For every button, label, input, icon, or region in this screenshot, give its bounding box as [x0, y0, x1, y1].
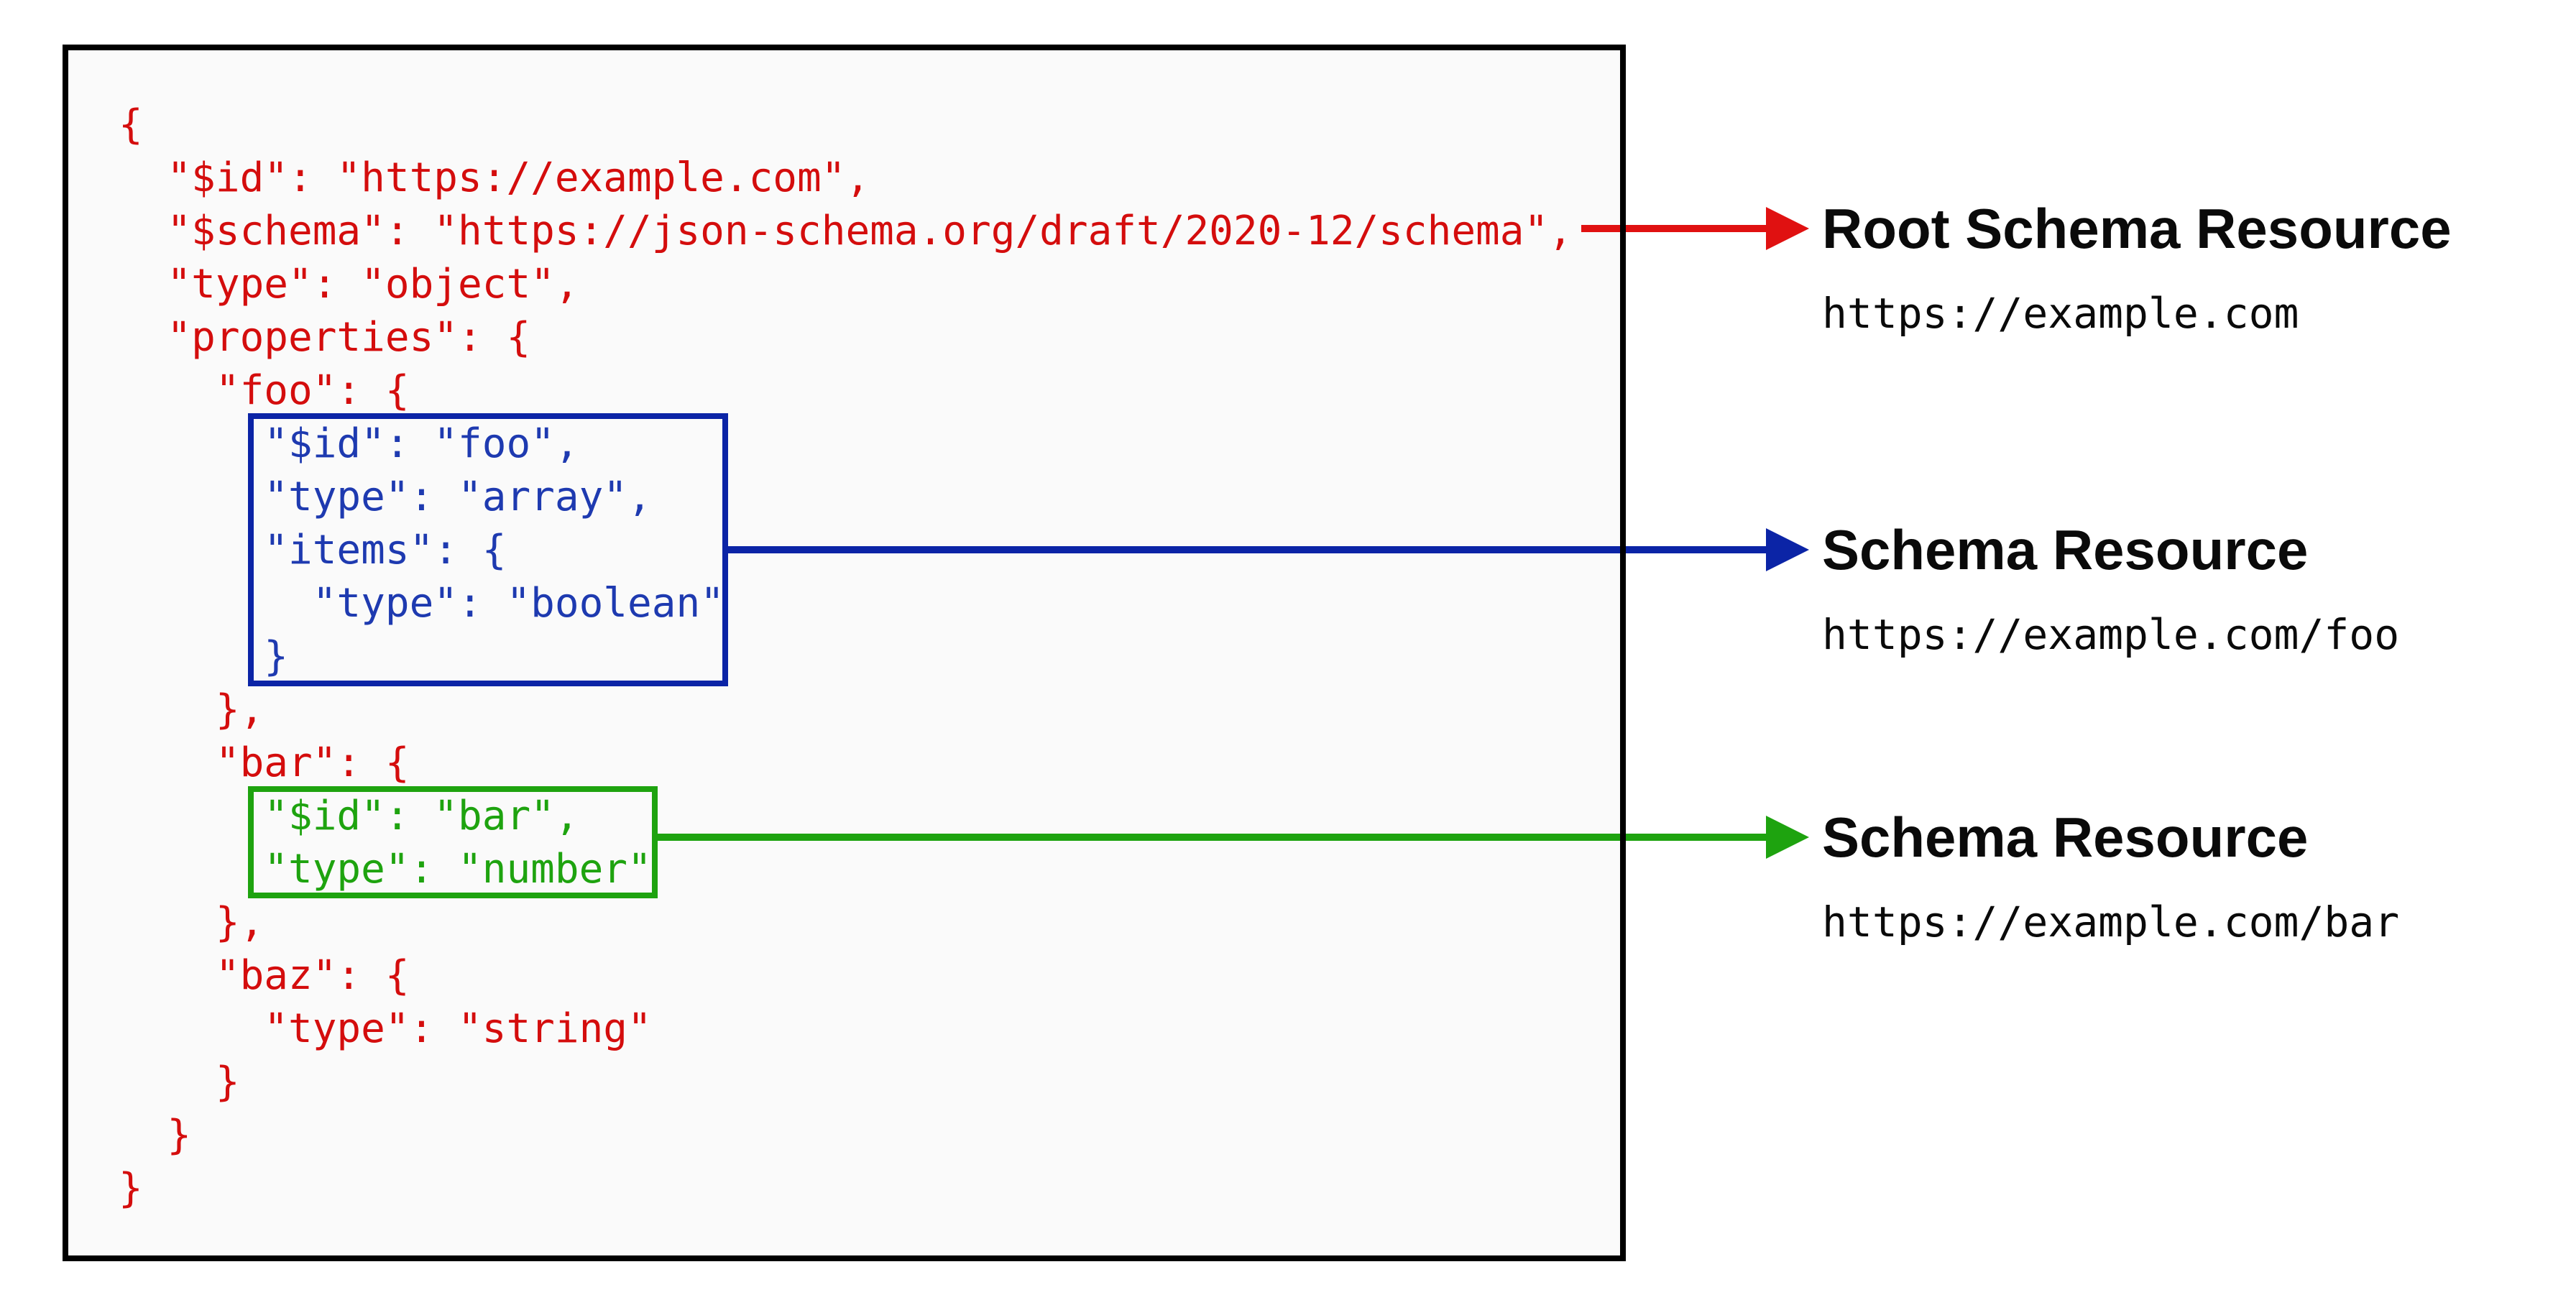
code-line: "baz": {: [119, 952, 410, 999]
bar-schema-label: Schema Resource: [1822, 809, 2308, 865]
code-line: "type": "string": [119, 1005, 652, 1052]
code-line: "bar": {: [119, 739, 410, 786]
bar-schema-label-title: Schema Resource: [1822, 806, 2309, 869]
code-line: }: [119, 633, 289, 680]
foo-schema-label: Schema Resource: [1822, 522, 2308, 578]
root-schema-label: Root Schema Resource: [1822, 201, 2452, 257]
schema-code-panel: [63, 45, 1626, 1261]
root-schema-label-url: https://example.com: [1822, 289, 2299, 338]
code-line: "$id": "bar",: [119, 793, 579, 839]
code-line: "type": "object",: [119, 261, 579, 308]
code-line: "properties": {: [119, 314, 531, 361]
code-line: "$schema": "https://json-schema.org/draf…: [119, 208, 1573, 254]
foo-schema-resource-outline: [248, 413, 728, 686]
code-line: {: [119, 101, 143, 148]
schema-code: { "$id": "https://example.com", "$schema…: [119, 98, 1573, 1215]
code-line: "$id": "https://example.com",: [119, 155, 870, 201]
bar-schema-arrow: [654, 834, 1770, 841]
code-line: "type": "array",: [119, 474, 652, 520]
foo-schema-arrow: [724, 546, 1770, 553]
root-schema-arrow: [1581, 225, 1770, 232]
foo-schema-arrowhead-icon: [1766, 528, 1809, 571]
root-schema-label-title: Root Schema Resource: [1822, 197, 2452, 260]
code-line: "items": {: [119, 527, 507, 573]
code-line: }: [119, 1059, 240, 1105]
code-line: },: [119, 686, 264, 733]
code-line: "foo": {: [119, 367, 410, 414]
bar-schema-resource-outline: [248, 786, 658, 898]
code-line: }: [119, 1112, 192, 1158]
code-line: "type": "boolean": [119, 580, 724, 627]
root-schema-arrowhead-icon: [1766, 207, 1809, 250]
bar-schema-label-url: https://example.com/bar: [1822, 898, 2400, 946]
code-line: "type": "number": [119, 846, 652, 893]
code-line: "$id": "foo",: [119, 420, 579, 467]
bar-schema-arrowhead-icon: [1766, 816, 1809, 859]
code-line: }: [119, 1165, 143, 1212]
foo-schema-label-url: https://example.com/foo: [1822, 610, 2400, 659]
foo-schema-label-title: Schema Resource: [1822, 518, 2309, 581]
code-line: },: [119, 899, 264, 946]
